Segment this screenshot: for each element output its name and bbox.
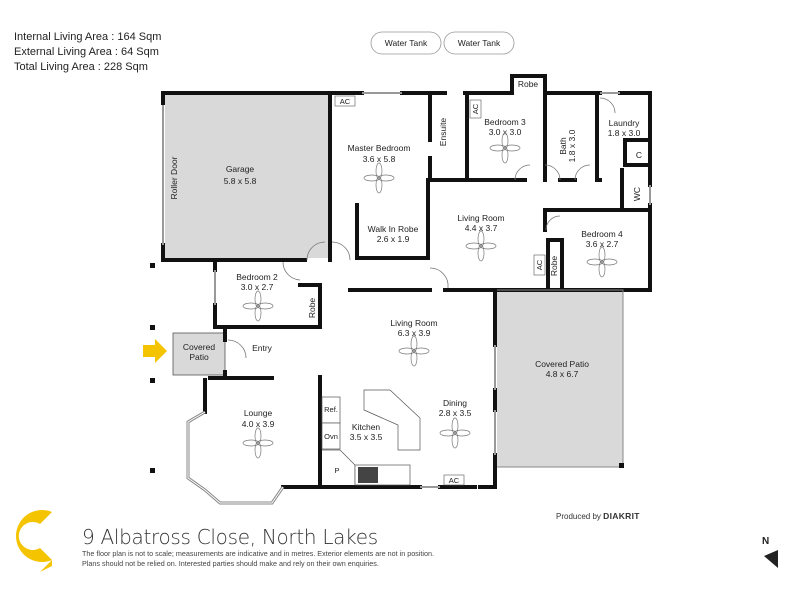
svg-text:Entry: Entry [252, 343, 273, 353]
svg-text:Dining: Dining [443, 398, 467, 408]
svg-text:Laundry: Laundry [609, 118, 640, 128]
external-area: External Living Area : 64 Sqm [14, 46, 159, 58]
svg-text:AC: AC [449, 476, 460, 485]
total-area: Total Living Area : 228 Sqm [14, 61, 148, 73]
area-summary: Internal Living Area : 164 Sqm External … [14, 30, 161, 75]
svg-text:Covered: Covered [183, 342, 215, 352]
svg-text:Bedroom 2: Bedroom 2 [236, 272, 278, 282]
water-tank-1: Water Tank [370, 31, 442, 55]
svg-text:Patio: Patio [189, 352, 209, 362]
north-arrow-icon [764, 550, 778, 568]
brand-name: DIAKRIT [603, 511, 640, 521]
svg-text:Robe: Robe [549, 256, 559, 277]
svg-text:Ovn: Ovn [324, 432, 338, 441]
water-tank-2: Water Tank [443, 31, 515, 55]
svg-text:Garage: Garage [226, 164, 255, 174]
svg-text:AC: AC [471, 103, 480, 114]
internal-area: Internal Living Area : 164 Sqm [14, 31, 162, 43]
svg-text:Robe: Robe [307, 298, 317, 319]
svg-text:Water Tank: Water Tank [385, 38, 428, 48]
svg-text:3.0 x 3.0: 3.0 x 3.0 [489, 127, 522, 137]
svg-text:4.0 x 3.9: 4.0 x 3.9 [242, 419, 275, 429]
svg-text:Robe: Robe [518, 79, 539, 89]
svg-text:WC: WC [632, 187, 642, 201]
svg-text:1.8 x 3.0: 1.8 x 3.0 [567, 129, 577, 162]
svg-text:2.6 x 1.9: 2.6 x 1.9 [377, 234, 410, 244]
svg-text:6.3 x 3.9: 6.3 x 3.9 [398, 328, 431, 338]
entry-arrow-icon [143, 339, 167, 363]
svg-text:3.6 x 2.7: 3.6 x 2.7 [586, 239, 619, 249]
svg-text:4.4 x 3.7: 4.4 x 3.7 [465, 223, 498, 233]
svg-text:Lounge: Lounge [244, 408, 273, 418]
small-patio-fill [172, 332, 226, 376]
logo-icon [15, 510, 52, 562]
svg-text:Living Room: Living Room [390, 318, 437, 328]
garage-fill [165, 95, 328, 258]
disclaimer: The floor plan is not to scale; measurem… [82, 549, 434, 568]
svg-text:Ensuite: Ensuite [438, 118, 448, 147]
svg-text:Living Room: Living Room [457, 213, 504, 223]
produced-by: Produced by DIAKRIT [556, 511, 640, 521]
svg-text:2.8 x 3.5: 2.8 x 3.5 [439, 408, 472, 418]
svg-text:Kitchen: Kitchen [352, 422, 381, 432]
svg-text:3.5 x 3.5: 3.5 x 3.5 [350, 432, 383, 442]
svg-text:Master Bedroom: Master Bedroom [348, 143, 411, 153]
svg-text:P: P [334, 466, 339, 475]
svg-text:Ref.: Ref. [324, 405, 338, 414]
svg-text:C: C [636, 150, 642, 160]
svg-text:AC: AC [535, 259, 544, 270]
svg-text:Roller Door: Roller Door [169, 156, 179, 199]
svg-text:5.8 x 5.8: 5.8 x 5.8 [224, 176, 257, 186]
svg-text:Water Tank: Water Tank [458, 38, 501, 48]
svg-text:Bedroom 3: Bedroom 3 [484, 117, 526, 127]
svg-text:AC: AC [340, 97, 351, 106]
covered-patio-fill [497, 290, 623, 467]
svg-text:1.8 x 3.0: 1.8 x 3.0 [608, 128, 641, 138]
property-address: 9 Albatross Close, North Lakes [82, 525, 378, 549]
svg-text:Bedroom 4: Bedroom 4 [581, 229, 623, 239]
svg-text:3.0 x 2.7: 3.0 x 2.7 [241, 282, 274, 292]
ceiling-fan-icons [242, 132, 618, 459]
svg-text:Bath: Bath [558, 137, 568, 155]
svg-text:3.6 x 5.8: 3.6 x 5.8 [363, 154, 396, 164]
svg-text:4.8 x 6.7: 4.8 x 6.7 [546, 369, 579, 379]
svg-text:Covered Patio: Covered Patio [535, 359, 589, 369]
svg-text:Walk In Robe: Walk In Robe [368, 224, 419, 234]
north-label: N [762, 536, 770, 547]
